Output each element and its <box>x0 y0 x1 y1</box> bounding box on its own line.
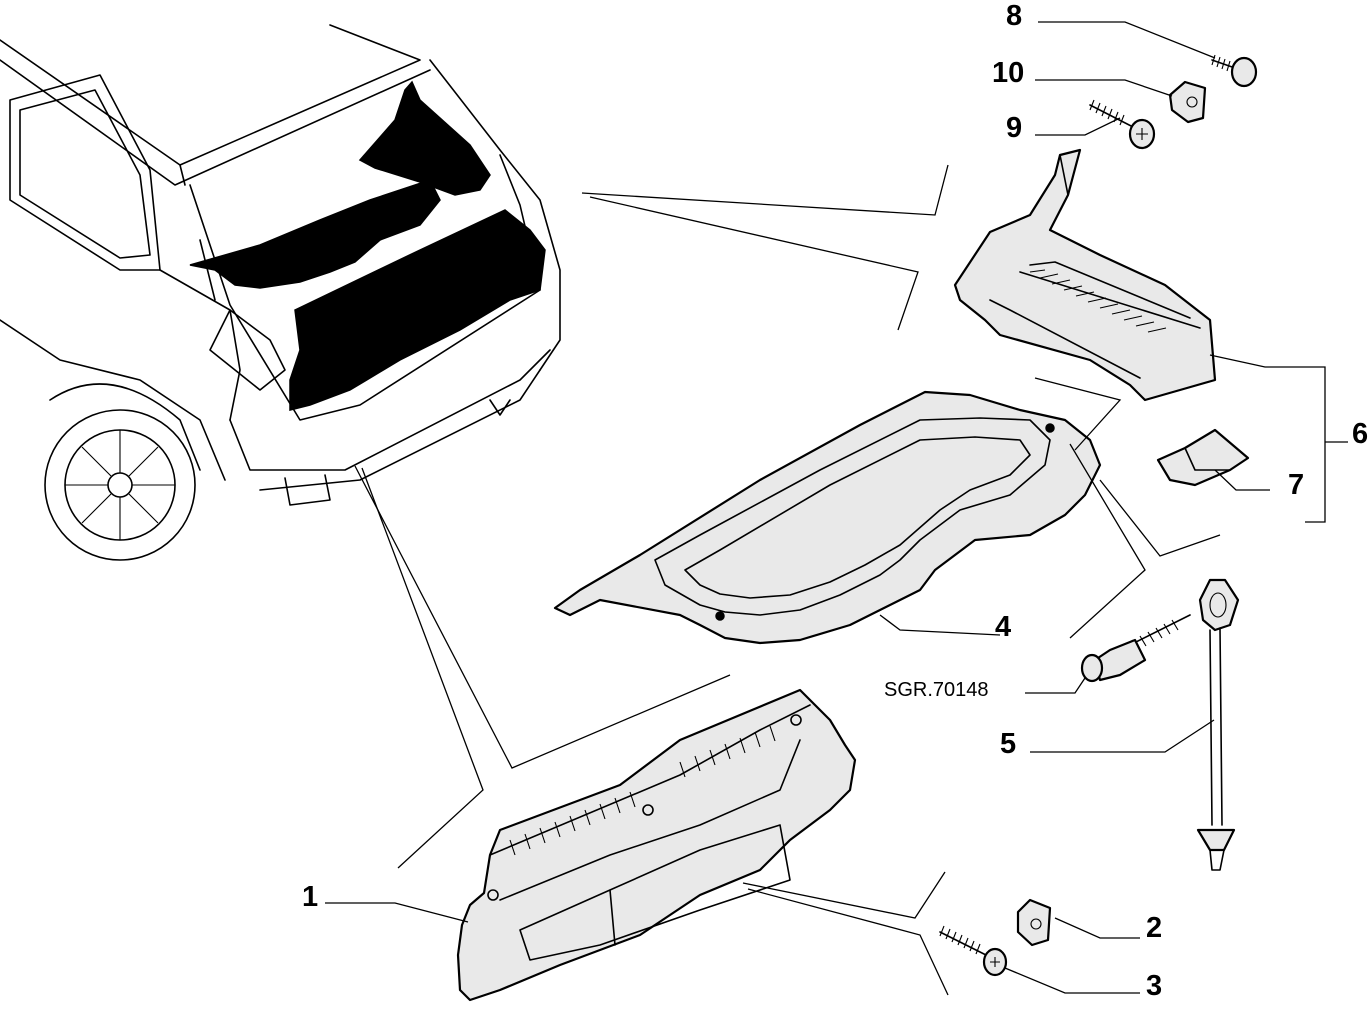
speed-nut-10 <box>1168 80 1207 124</box>
sill-trim-panel <box>456 688 857 1002</box>
screw-3 <box>939 925 1008 977</box>
callout-8: 8 <box>1006 0 1022 32</box>
car-rear-view <box>0 24 561 561</box>
screw-9 <box>1089 99 1156 150</box>
callout-5: 5 <box>1000 728 1016 760</box>
exploded-view-lines <box>354 164 949 869</box>
callout-6: 6 <box>1352 418 1368 450</box>
parcel-shelf <box>553 390 1102 645</box>
side-trim-panel <box>953 148 1217 402</box>
strap-5 <box>1196 578 1240 871</box>
callout-3: 3 <box>1146 970 1162 1002</box>
callout-1: 1 <box>302 881 318 913</box>
callout-10: 10 <box>992 57 1024 89</box>
callout-2: 2 <box>1146 912 1162 944</box>
callout-leaders <box>325 21 1348 996</box>
callout-7: 7 <box>1288 469 1304 501</box>
reference-code: SGR.70148 <box>884 679 989 701</box>
callout-4: 4 <box>995 611 1011 643</box>
screw-anchor <box>1080 614 1191 683</box>
callout-9: 9 <box>1006 112 1022 144</box>
clip-7 <box>1156 428 1250 487</box>
speed-nut-2 <box>1016 898 1052 947</box>
push-rivet-8 <box>1211 54 1258 88</box>
